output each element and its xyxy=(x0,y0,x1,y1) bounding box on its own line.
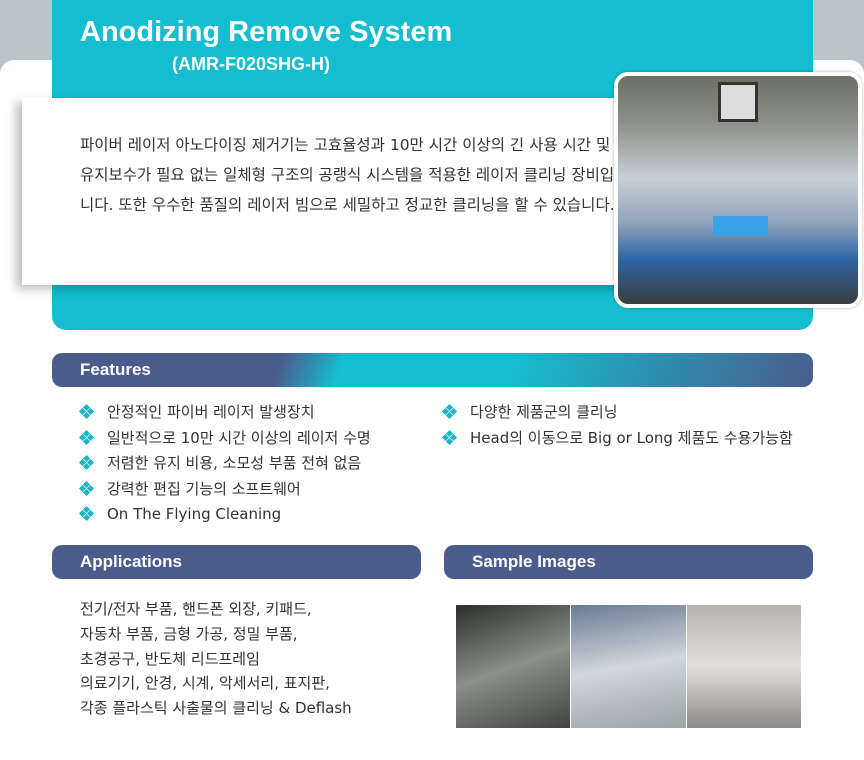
model-number: (AMR-F020SHG-H) xyxy=(172,54,331,74)
features-header: Features xyxy=(52,353,813,387)
applications-header: Applications xyxy=(52,545,421,579)
feature-text: 저렴한 유지 비용, 소모성 부품 전혀 없음 xyxy=(107,454,362,473)
list-item: On The Flying Cleaning xyxy=(78,501,371,527)
application-line: 초경공구, 반도체 리드프레임 xyxy=(80,649,260,668)
list-item: 저렴한 유지 비용, 소모성 부품 전혀 없음 xyxy=(78,450,371,476)
page-title: Anodizing Remove System xyxy=(80,16,453,48)
list-item: 강력한 편집 기능의 소프트웨어 xyxy=(78,476,371,502)
diamond-bullet-icon xyxy=(78,506,95,522)
feature-text: On The Flying Cleaning xyxy=(107,504,282,523)
application-line: 의료기기, 안경, 시계, 악세서리, 표지판, xyxy=(80,674,330,693)
application-line: 각종 플라스틱 사출물의 클리닝 & Deflash xyxy=(80,699,352,718)
features-list-left: 안정적인 파이버 레이저 발생장치 일반적으로 10만 시간 이상의 레이저 수… xyxy=(78,399,371,527)
sample-images xyxy=(456,605,802,728)
list-item: 안정적인 파이버 레이저 발생장치 xyxy=(78,399,371,425)
sample-image-1 xyxy=(456,605,572,728)
product-photo xyxy=(614,72,862,308)
feature-text: Head의 이동으로 Big or Long 제품도 수용가능함 xyxy=(470,428,793,447)
sample-image-3 xyxy=(686,605,802,728)
features-list-right: 다양한 제품군의 클리닝 Head의 이동으로 Big or Long 제품도 … xyxy=(441,399,793,451)
feature-text: 강력한 편집 기능의 소프트웨어 xyxy=(107,479,301,498)
intro-text: 파이버 레이저 아노다이징 제거기는 고효율성과 10만 시간 이상의 긴 사용… xyxy=(80,136,615,214)
application-line: 자동차 부품, 금형 가공, 정밀 부품, xyxy=(80,624,298,643)
applications-list: 전기/전자 부품, 핸드폰 외장, 키패드, 자동차 부품, 금형 가공, 정밀… xyxy=(80,597,352,721)
feature-text: 일반적으로 10만 시간 이상의 레이저 수명 xyxy=(107,428,371,447)
diamond-bullet-icon xyxy=(78,429,95,445)
feature-text: 다양한 제품군의 클리닝 xyxy=(470,403,618,422)
list-item: 일반적으로 10만 시간 이상의 레이저 수명 xyxy=(78,425,371,451)
diamond-bullet-icon xyxy=(78,455,95,471)
feature-text: 안정적인 파이버 레이저 발생장치 xyxy=(107,403,315,422)
sample-image-2 xyxy=(571,605,687,728)
list-item: Head의 이동으로 Big or Long 제품도 수용가능함 xyxy=(441,425,793,451)
sample-images-header: Sample Images xyxy=(444,545,813,579)
intro-panel: 파이버 레이저 아노다이징 제거기는 고효율성과 10만 시간 이상의 긴 사용… xyxy=(22,98,640,285)
application-line: 전기/전자 부품, 핸드폰 외장, 키패드, xyxy=(80,600,312,618)
diamond-bullet-icon xyxy=(78,404,95,420)
list-item: 다양한 제품군의 클리닝 xyxy=(441,399,793,425)
diamond-bullet-icon xyxy=(441,429,458,445)
diamond-bullet-icon xyxy=(78,480,95,496)
diamond-bullet-icon xyxy=(441,404,458,420)
